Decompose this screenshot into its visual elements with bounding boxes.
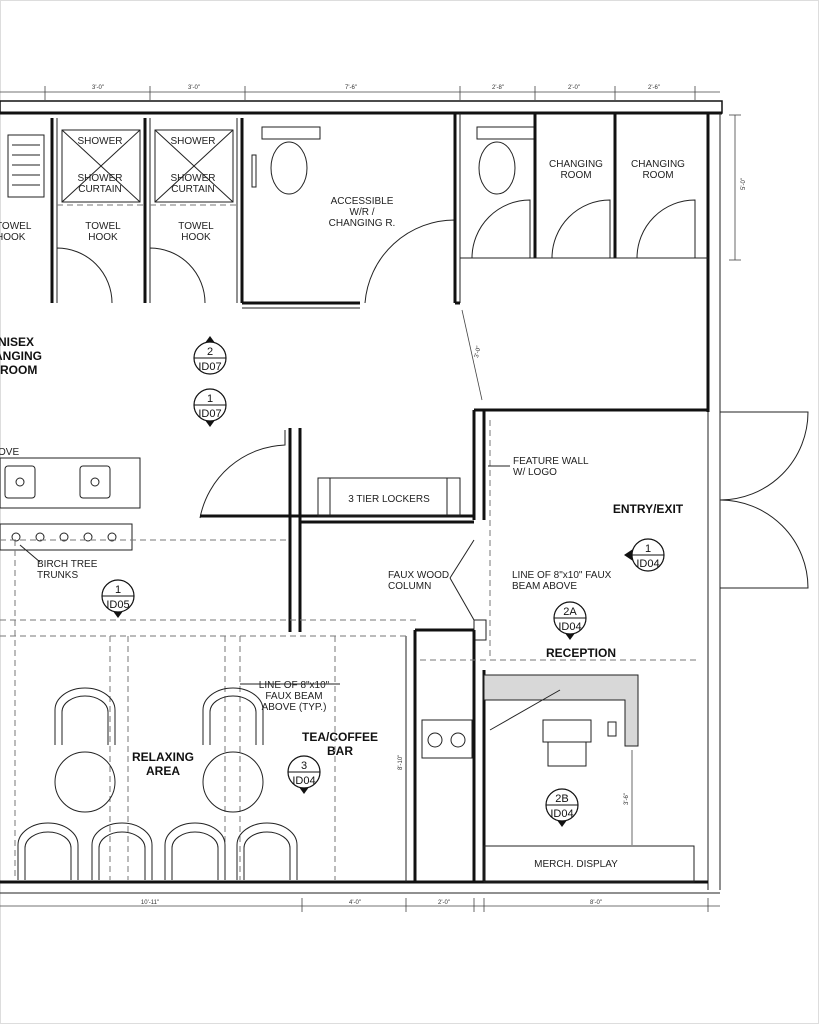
- towel-hook-label-1b: HOOK: [88, 232, 118, 243]
- dim-top-1: 3'-0": [92, 85, 104, 91]
- detail-tag-1-id04: 1 ID04: [624, 538, 665, 572]
- birch-label-2: TRUNKS: [37, 570, 78, 581]
- relaxing-area-beams: [0, 539, 420, 880]
- accessible-label-1: ACCESSIBLE: [331, 196, 394, 207]
- detail-tag-2a-id04: 2A ID04: [553, 601, 587, 640]
- accessible-label-3: CHANGING R.: [329, 218, 396, 229]
- shower-label-2: SHOWER: [171, 136, 216, 147]
- tag-num: 3: [301, 760, 307, 772]
- shower-curtain-label-1b: CURTAIN: [78, 184, 122, 195]
- shower-curtain-label-1a: SHOWER: [78, 173, 123, 184]
- shower-curtain-label-2a: SHOWER: [171, 173, 216, 184]
- entry-exit-label: ENTRY/EXIT: [613, 502, 684, 516]
- beam-label-2: BEAM ABOVE: [512, 581, 577, 592]
- entry-doors: [719, 411, 809, 589]
- dim-top-5: 2'-0": [568, 85, 580, 91]
- detail-tag-3-id04: 3 ID04: [287, 755, 321, 794]
- towel-hook-label-cut-a: TOWEL: [0, 221, 32, 232]
- tag-ref: ID07: [198, 408, 221, 420]
- dim-top-3: 7'-6": [345, 85, 357, 91]
- relaxing-label-1: RELAXING: [132, 750, 194, 764]
- right-dimension: 5'-0": [729, 114, 747, 261]
- feature-wall-label-1: FEATURE WALL: [513, 456, 589, 467]
- top-dimension-string: 3'-0" 3'-0" 7'-6" 2'-8" 2'-0" 2'-6": [0, 85, 720, 100]
- merch-display-label: MERCH. DISPLAY: [534, 859, 618, 870]
- shower-stalls: [7, 118, 244, 304]
- reception-desk: 3'-6": [483, 674, 695, 883]
- dim-bar: 8'-10": [398, 755, 404, 770]
- beam-label-1: LINE OF 8"x10" FAUX: [512, 570, 612, 581]
- dim-bottom-1: 10'-11": [141, 900, 159, 906]
- lockers-label: 3 TIER LOCKERS: [348, 494, 430, 505]
- tag-ref: ID07: [198, 361, 221, 373]
- relaxing-label-2: AREA: [146, 764, 180, 778]
- shower-curtain-label-2b: CURTAIN: [171, 184, 215, 195]
- unisex-label-3: ROOM: [0, 363, 37, 377]
- tag-num: 2: [207, 346, 213, 358]
- tag-num: 2A: [563, 606, 577, 618]
- dim-bottom-3: 2'-0": [438, 900, 450, 906]
- tag-ref: ID04: [550, 808, 573, 820]
- dim-right: 5'-0": [741, 178, 747, 190]
- stove-label-cut: OVE: [0, 447, 19, 458]
- changing-rooms: [460, 113, 708, 259]
- vanity-counter: OVE: [0, 447, 141, 563]
- dim-reception: 3'-6": [624, 793, 630, 805]
- beam-typ-label-1: LINE OF 8"x10": [259, 680, 330, 691]
- faux-column-label-2: COLUMN: [388, 581, 431, 592]
- towel-hook-label-1a: TOWEL: [85, 221, 121, 232]
- faux-column-label-1: FAUX WOOD: [388, 570, 449, 581]
- interior-partitions: [199, 428, 474, 632]
- detail-tag-2-id07: 2 ID07: [193, 336, 227, 375]
- changing-room-label-1b: ROOM: [560, 170, 591, 181]
- tag-ref: ID04: [636, 558, 659, 570]
- feature-wall-label-2: W/ LOGO: [513, 467, 557, 478]
- accessible-washroom: [242, 113, 461, 309]
- tea-coffee-label-2: BAR: [327, 744, 353, 758]
- tag-ref: ID05: [106, 599, 129, 611]
- shower-label-1: SHOWER: [78, 136, 123, 147]
- tea-coffee-bar: 8'-10": [398, 719, 473, 770]
- dim-top-2: 3'-0": [188, 85, 200, 91]
- tag-num: 1: [207, 393, 213, 405]
- dim-corridor: 3'-0": [474, 345, 482, 358]
- beam-typ-label-3: ABOVE (TYP.): [262, 702, 327, 713]
- tag-ref: ID04: [292, 775, 315, 787]
- detail-tag-2b-id04: 2B ID04: [545, 788, 579, 827]
- lounge-furniture: [17, 687, 298, 880]
- unisex-label-2: ANGING: [0, 349, 42, 363]
- corridor-dimension: 3'-0": [461, 309, 482, 401]
- changing-room-label-2b: ROOM: [642, 170, 673, 181]
- birch-label-1: BIRCH TREE: [37, 559, 98, 570]
- towel-hook-label-cut-b: HOOK: [0, 232, 26, 243]
- tea-coffee-label-1: TEA/COFFEE: [302, 730, 378, 744]
- detail-tag-1-id05: 1 ID05: [101, 579, 135, 618]
- dim-bottom-4: 8'-0": [590, 900, 602, 906]
- unisex-label-1: NISEX: [0, 335, 34, 349]
- tag-ref: ID04: [558, 621, 581, 633]
- changing-room-label-1a: CHANGING: [549, 159, 603, 170]
- changing-room-label-2a: CHANGING: [631, 159, 685, 170]
- tag-num: 1: [115, 584, 121, 596]
- beam-typ-label-2: FAUX BEAM: [265, 691, 322, 702]
- bottom-dimension-string: 10'-11" 4'-0" 2'-0" 8'-0": [0, 898, 720, 912]
- towel-hook-label-2a: TOWEL: [178, 221, 214, 232]
- tag-num: 1: [645, 543, 651, 555]
- dim-top-4: 2'-8": [492, 85, 504, 91]
- tag-num: 2B: [555, 793, 568, 805]
- reception-label: RECEPTION: [546, 646, 616, 660]
- accessible-label-2: W/R /: [350, 207, 375, 218]
- dim-top-6: 2'-6": [648, 85, 660, 91]
- dim-bottom-2: 4'-0": [349, 900, 361, 906]
- detail-tag-1-id07: 1 ID07: [193, 388, 227, 427]
- towel-hook-label-2b: HOOK: [181, 232, 211, 243]
